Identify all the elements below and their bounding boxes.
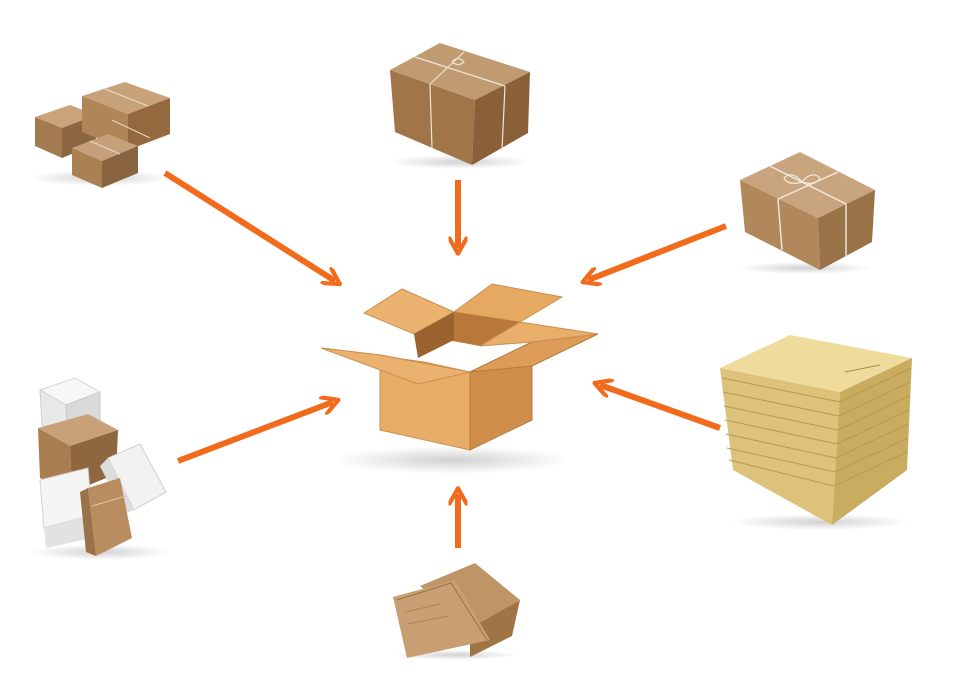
- arrow-top-left: [163, 170, 335, 281]
- kraft-envelopes-icon: [393, 563, 520, 660]
- open-cardboard-box-icon: [320, 283, 599, 474]
- twine-cross-tied-parcel-icon: [737, 152, 875, 274]
- arrow-top-right: [588, 223, 728, 280]
- stacked-kraft-parcels-icon: [30, 82, 170, 188]
- mixed-white-kraft-parcels-icon: [30, 377, 170, 560]
- arrows-group: [163, 170, 728, 548]
- arrow-right: [600, 385, 722, 431]
- twine-tied-parcel-icon: [388, 43, 532, 169]
- padded-envelope-stack-icon: [720, 335, 912, 530]
- arrow-left: [176, 402, 333, 464]
